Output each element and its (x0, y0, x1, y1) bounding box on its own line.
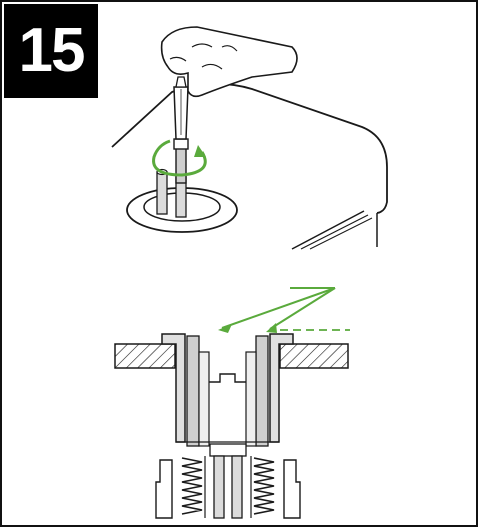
spring-right (253, 457, 275, 515)
hand-icon (160, 26, 298, 98)
screwdriver-illustration (102, 17, 402, 257)
cross-section-drawing (114, 287, 350, 519)
step-number-badge: 15 (4, 4, 98, 98)
indicator-arrows (218, 287, 350, 333)
screwdriver-icon (173, 76, 189, 184)
screwdriver-drawing (111, 26, 388, 250)
rotate-arrow-icon (152, 139, 207, 177)
step-number: 15 (18, 16, 86, 85)
spring-left (181, 457, 203, 515)
cross-section-illustration (110, 282, 360, 522)
